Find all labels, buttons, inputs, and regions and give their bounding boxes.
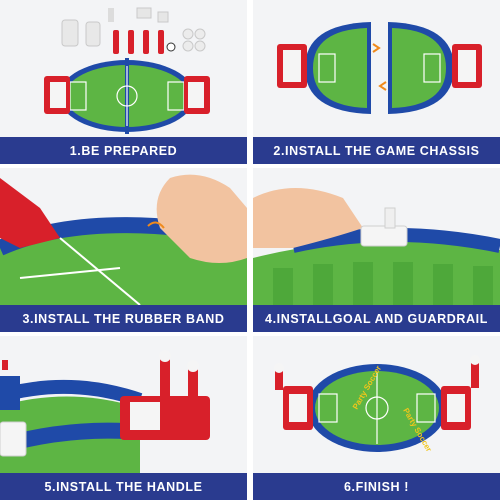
step-3-panel: 3.INSTALL THE RUBBER BAND bbox=[0, 168, 247, 332]
step-6-image: Party Soccer Party Soccer bbox=[253, 336, 500, 473]
field-halves bbox=[44, 58, 210, 134]
step-5-image bbox=[0, 336, 247, 473]
join-arrows bbox=[372, 43, 387, 91]
hand bbox=[253, 188, 363, 248]
finished-table bbox=[274, 355, 480, 452]
step-2-caption: 2.INSTALL THE GAME CHASSIS bbox=[253, 137, 500, 164]
step-1-image bbox=[0, 0, 247, 137]
field-stripes bbox=[273, 262, 493, 305]
chassis-left-half bbox=[277, 22, 371, 114]
parts-white bbox=[61, 7, 206, 52]
step-6-panel: Party Soccer Party Soccer 6.FINISH ! bbox=[253, 336, 500, 500]
step-5-panel: 5.INSTALL THE HANDLE bbox=[0, 336, 247, 500]
step-4-caption: 4.INSTALLGOAL AND GUARDRAIL bbox=[253, 305, 500, 332]
step-4-panel: 4.INSTALLGOAL AND GUARDRAIL bbox=[253, 168, 500, 332]
white-goal-left bbox=[0, 360, 27, 457]
hand bbox=[156, 174, 247, 263]
step-1-panel: 1.BE PREPARED bbox=[0, 0, 247, 164]
red-goal-part bbox=[0, 178, 60, 248]
step-6-caption: 6.FINISH ! bbox=[253, 473, 500, 500]
red-goal-with-handles bbox=[120, 350, 210, 440]
step-4-image bbox=[253, 168, 500, 305]
chassis-right-half bbox=[388, 22, 482, 114]
step-3-image bbox=[0, 168, 247, 305]
rubber-band bbox=[147, 221, 165, 229]
step-3-caption: 3.INSTALL THE RUBBER BAND bbox=[0, 305, 247, 332]
step-2-image bbox=[253, 0, 500, 137]
white-goal-piece bbox=[360, 225, 408, 247]
parts-red-handles bbox=[113, 30, 176, 54]
step-2-panel: 2.INSTALL THE GAME CHASSIS bbox=[253, 0, 500, 164]
step-1-caption: 1.BE PREPARED bbox=[0, 137, 247, 164]
step-5-caption: 5.INSTALL THE HANDLE bbox=[0, 473, 247, 500]
